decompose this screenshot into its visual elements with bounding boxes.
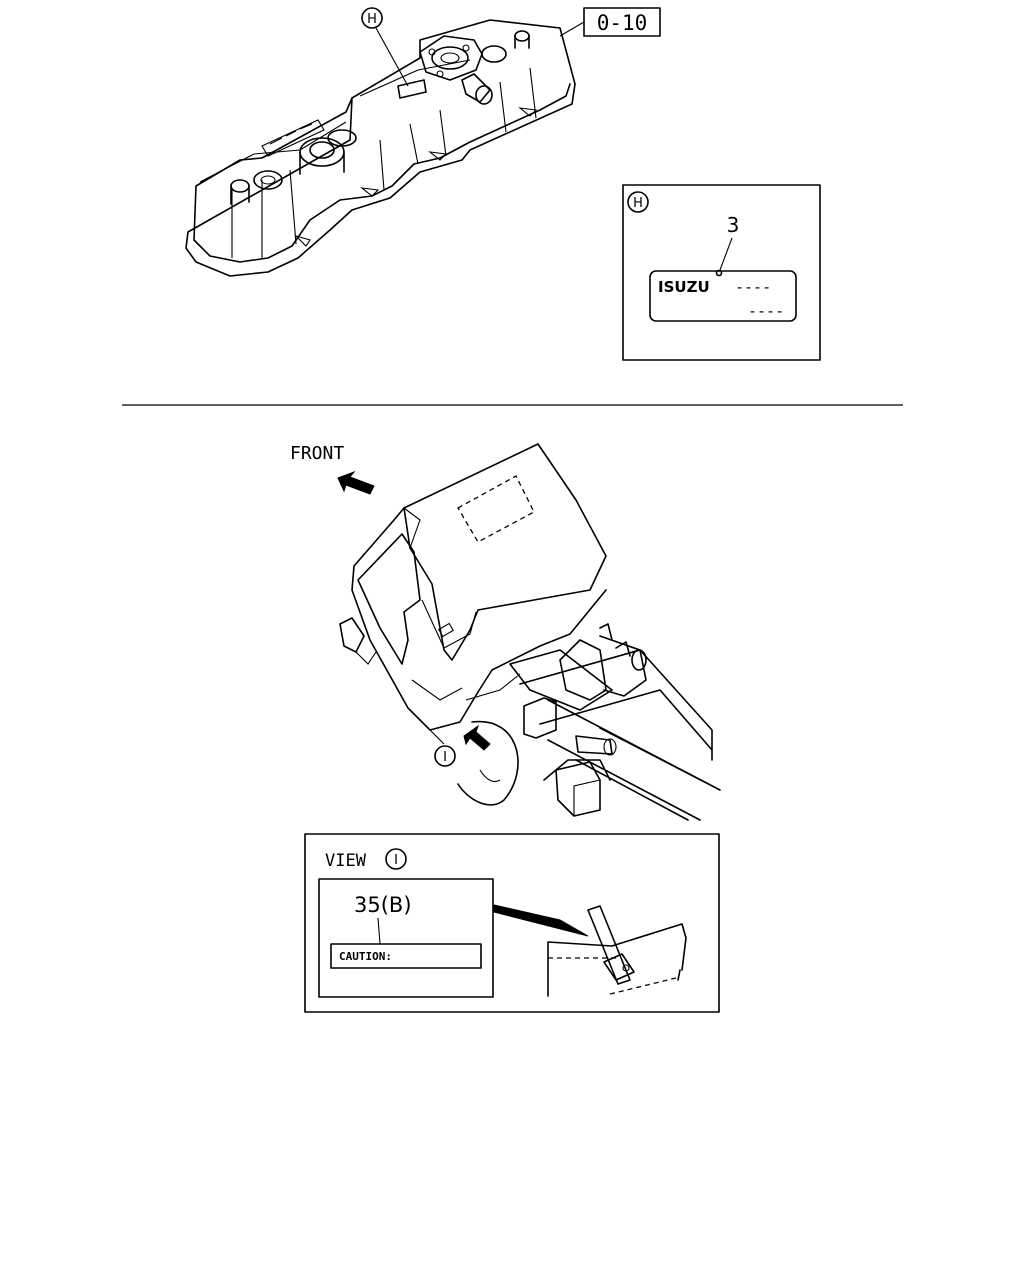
label-dash-2: ---- — [748, 302, 784, 320]
valve-cover-drawing — [185, 19, 576, 277]
callout-i-letter: I — [443, 750, 447, 765]
callout-i: I — [434, 724, 491, 767]
label-dash-1: ---- — [735, 278, 771, 296]
front-arrow — [337, 470, 375, 495]
reference-box: 0-10 — [559, 7, 661, 37]
reference-number: 0-10 — [597, 11, 648, 35]
view-marker: I — [394, 853, 398, 868]
tilted-cab-drawing — [339, 443, 607, 745]
view-i-box: VIEW I 35(B) CAUTION: — [304, 833, 720, 1013]
front-label: FRONT — [290, 443, 344, 464]
chassis-drawing — [457, 623, 721, 821]
detail-h-marker: H — [633, 196, 643, 211]
detail-h-box: H 3 ISUZU ---- ---- — [622, 184, 821, 361]
caution-label: CAUTION: — [339, 950, 392, 963]
callout-h-letter: H — [367, 12, 377, 27]
label-brand: ISUZU — [658, 278, 710, 296]
view-title: VIEW — [325, 851, 367, 871]
part-number-35b: 35(B) — [354, 893, 412, 917]
part-number-3: 3 — [727, 213, 740, 237]
callout-h: H — [361, 7, 409, 87]
